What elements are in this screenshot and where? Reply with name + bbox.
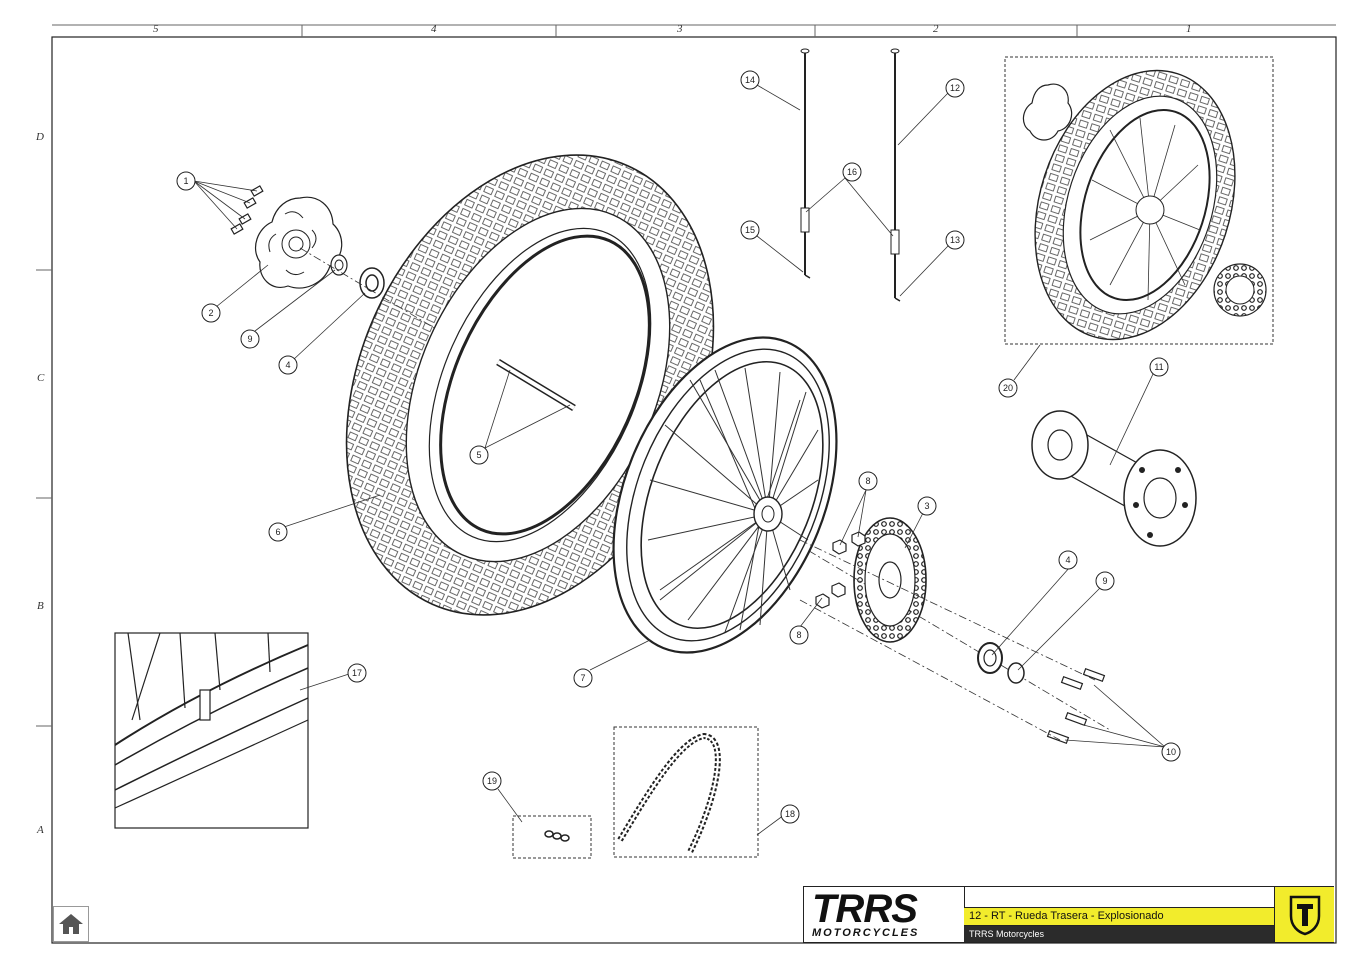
row-ticks xyxy=(36,269,52,727)
column-label-1: 1 xyxy=(1186,23,1192,35)
row-label-c: C xyxy=(37,372,45,384)
brake-disc xyxy=(255,196,343,289)
callout-11: 11 xyxy=(1149,357,1169,377)
callout-2: 2 xyxy=(201,303,221,323)
callout-9-right: 9 xyxy=(1095,571,1115,591)
callout-1: 1 xyxy=(176,171,196,191)
svg-text:2: 2 xyxy=(208,308,213,318)
brand-subtitle: MOTORCYCLES xyxy=(812,927,920,939)
column-label-4: 4 xyxy=(431,23,437,35)
spoked-rim xyxy=(612,336,838,654)
callout-4-right: 4 xyxy=(1058,550,1078,570)
trrs-shield-logo xyxy=(1274,887,1334,942)
callout-6: 6 xyxy=(268,522,288,542)
svg-text:6: 6 xyxy=(275,527,280,537)
axle xyxy=(496,359,576,411)
svg-text:8: 8 xyxy=(865,476,870,486)
callout-15: 15 xyxy=(740,220,760,240)
bearing-left xyxy=(359,267,385,299)
callout-16: 16 xyxy=(842,162,862,182)
sprocket xyxy=(853,517,927,643)
home-icon xyxy=(59,914,83,934)
svg-text:16: 16 xyxy=(847,167,857,177)
svg-text:5: 5 xyxy=(476,450,481,460)
callout-14: 14 xyxy=(740,70,760,90)
svg-text:19: 19 xyxy=(487,776,497,786)
svg-text:1: 1 xyxy=(183,176,188,186)
callout-17: 17 xyxy=(347,663,367,683)
svg-text:4: 4 xyxy=(1065,555,1070,565)
column-label-3: 3 xyxy=(677,23,683,35)
axis-upper xyxy=(799,539,1096,681)
svg-text:17: 17 xyxy=(352,668,362,678)
callout-19: 19 xyxy=(482,771,502,791)
column-label-5: 5 xyxy=(153,23,159,35)
drawing-subtitle: TRRS Motorcycles xyxy=(964,926,1274,942)
svg-text:14: 14 xyxy=(745,75,755,85)
row-label-d: D xyxy=(36,131,44,143)
sprocket-nuts xyxy=(815,531,866,609)
axis-lower xyxy=(799,599,1061,741)
drawing-title: 12 - RT - Rueda Trasera - Explosionado xyxy=(964,907,1274,926)
svg-text:3: 3 xyxy=(924,501,929,511)
svg-text:18: 18 xyxy=(785,809,795,819)
master-link-inset xyxy=(512,815,592,859)
svg-text:8: 8 xyxy=(796,630,801,640)
svg-text:11: 11 xyxy=(1154,362,1163,372)
callout-10: 10 xyxy=(1161,742,1181,762)
leader-lines xyxy=(193,84,1166,836)
callout-5: 5 xyxy=(469,445,489,465)
column-label-2: 2 xyxy=(933,23,939,35)
row-label-a: A xyxy=(37,824,44,836)
callout-7: 7 xyxy=(573,668,593,688)
svg-text:9: 9 xyxy=(1102,576,1107,586)
column-ticks xyxy=(52,24,1336,37)
callout-8-top: 8 xyxy=(858,471,878,491)
callout-9-left: 9 xyxy=(240,329,260,349)
svg-text:10: 10 xyxy=(1166,747,1176,757)
callout-3: 3 xyxy=(917,496,937,516)
row-label-b: B xyxy=(37,600,44,612)
callout-8-bottom: 8 xyxy=(789,625,809,645)
svg-text:7: 7 xyxy=(580,673,585,683)
svg-text:9: 9 xyxy=(247,334,252,344)
svg-text:20: 20 xyxy=(1003,383,1013,393)
brand-logo: TRRS MOTORCYCLES xyxy=(804,887,965,942)
sprocket-bolts xyxy=(1046,667,1106,745)
detail-valve-inset xyxy=(114,632,309,829)
chain-inset xyxy=(613,726,759,858)
home-button[interactable] xyxy=(53,906,89,942)
brand-wordmark: TRRS xyxy=(812,887,918,931)
callout-4-left: 4 xyxy=(278,355,298,375)
svg-text:12: 12 xyxy=(950,83,960,93)
spoke-parts xyxy=(800,48,901,302)
callout-18: 18 xyxy=(780,804,800,824)
svg-text:4: 4 xyxy=(285,360,290,370)
assembled-wheel-inset xyxy=(1004,56,1274,345)
title-block: TRRS MOTORCYCLES 12 - RT - Rueda Trasera… xyxy=(803,886,1334,943)
hub xyxy=(1031,410,1197,547)
svg-text:13: 13 xyxy=(950,235,960,245)
drawing-frame xyxy=(51,36,1337,944)
callout-13: 13 xyxy=(945,230,965,250)
callout-20: 20 xyxy=(998,378,1018,398)
svg-text:15: 15 xyxy=(745,225,755,235)
callout-12: 12 xyxy=(945,78,965,98)
shield-icon xyxy=(1289,895,1320,935)
